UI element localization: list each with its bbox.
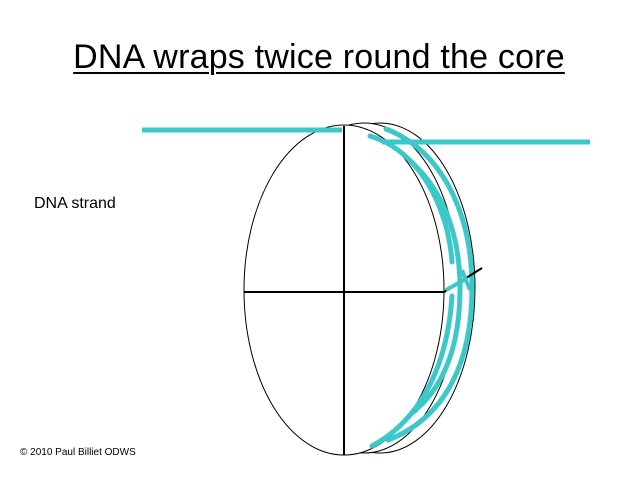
dna-wrap-outer <box>383 126 475 443</box>
dna-strand-label: DNA strand <box>34 195 116 212</box>
slide-title: DNA wraps twice round the core <box>73 38 565 76</box>
dna-crossing-segment-2 <box>460 269 472 291</box>
dna-front-arc-bottom <box>369 293 455 449</box>
dna-crossing-segment <box>445 278 465 292</box>
copyright-notice: © 2010 Paul Billiet ODWS <box>20 447 136 458</box>
